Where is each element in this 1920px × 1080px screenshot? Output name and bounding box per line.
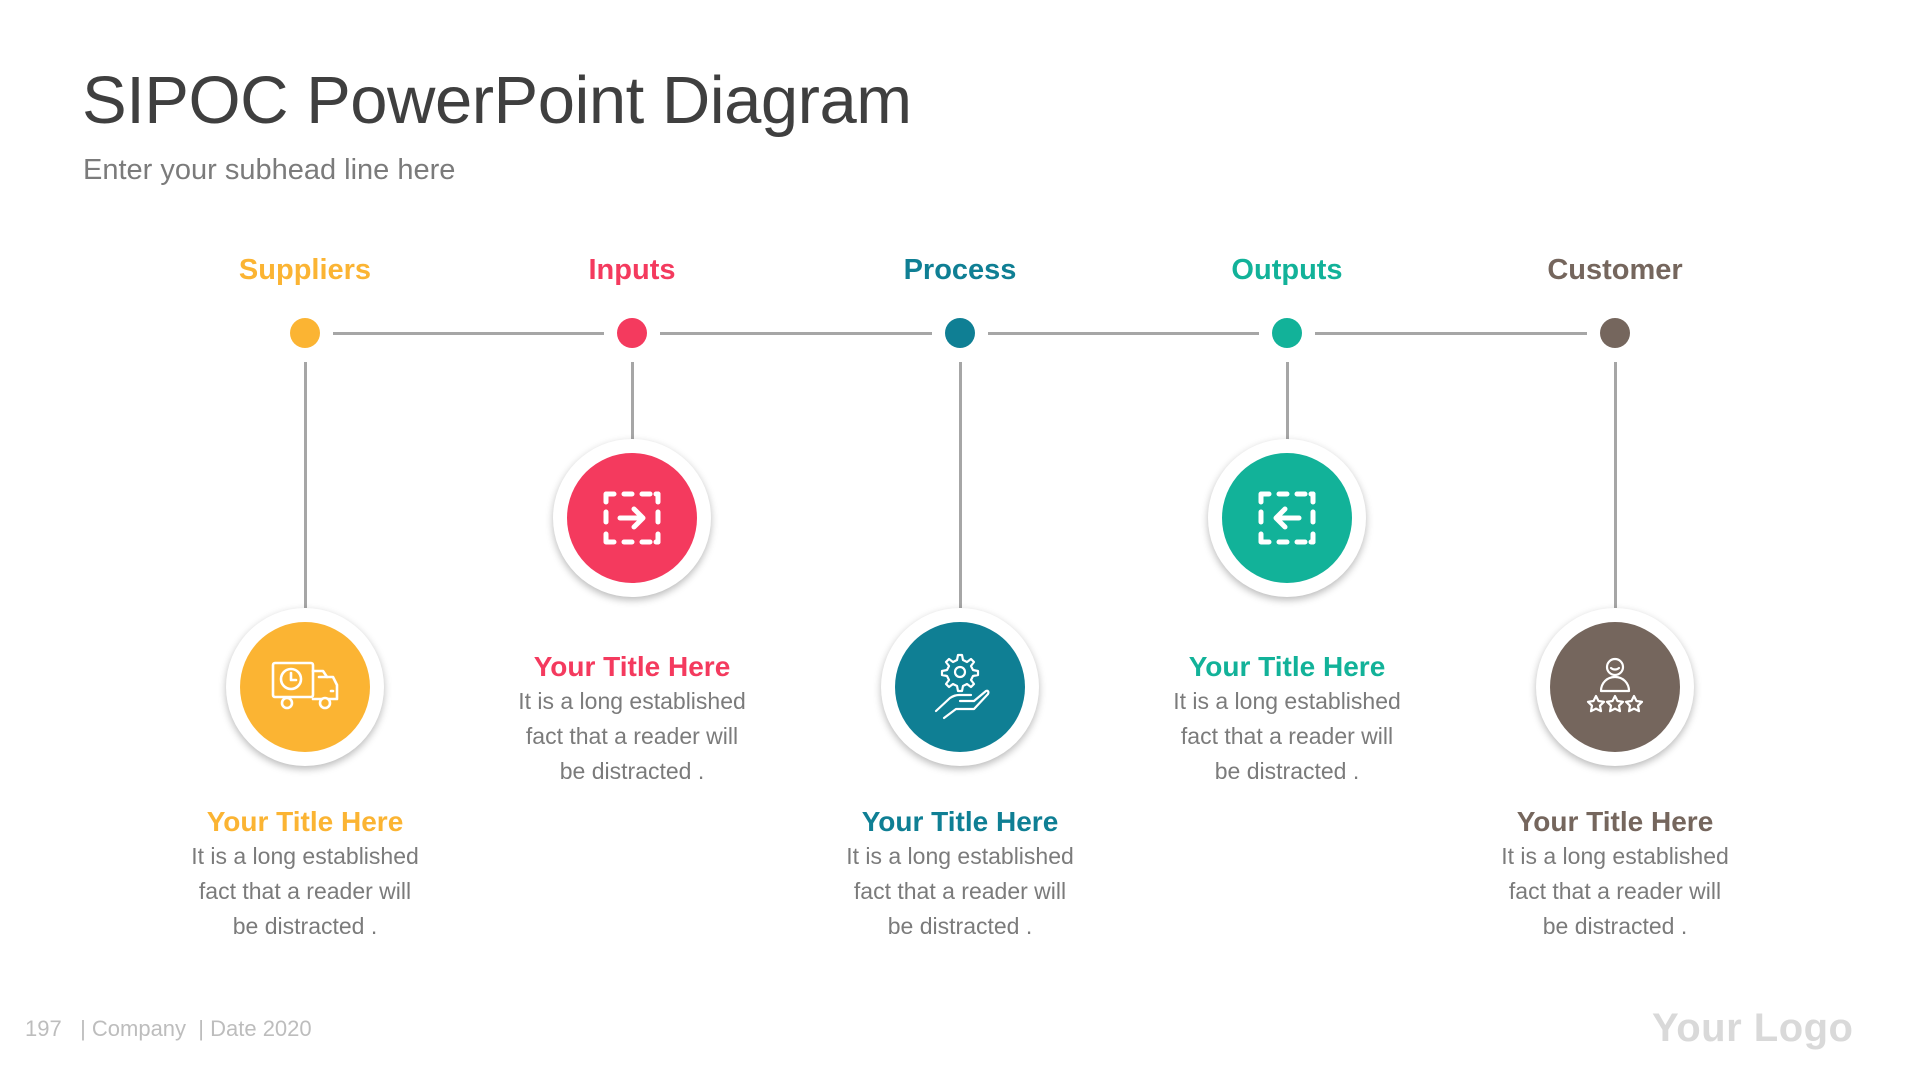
stage-description: It is a long established fact that a rea… xyxy=(482,684,782,789)
description-line: be distracted . xyxy=(1214,758,1360,784)
description-line: be distracted . xyxy=(232,913,378,939)
stage-title: Your Title Here xyxy=(1516,806,1714,837)
stage-icon-badge xyxy=(553,439,711,597)
description-line: It is a long established xyxy=(1501,843,1729,869)
stage-title: Your Title Here xyxy=(206,806,404,837)
description-line: be distracted . xyxy=(887,913,1033,939)
stage-description: It is a long established fact that a rea… xyxy=(1465,839,1765,944)
stage-label: Customer xyxy=(1547,254,1683,286)
description-line: fact that a reader will xyxy=(1508,878,1722,904)
timeline-dot xyxy=(290,318,320,348)
hand-gear-icon xyxy=(934,653,990,720)
stage-description: It is a long established fact that a rea… xyxy=(1137,684,1437,789)
timeline-dot xyxy=(1600,318,1630,348)
stage-text-block: Your Title Here It is a long established… xyxy=(1465,805,1765,944)
footer-company: | Company xyxy=(80,1016,187,1041)
stage-stem xyxy=(303,362,307,608)
timeline-dot xyxy=(617,318,647,348)
stage-stem xyxy=(630,362,634,440)
stage-icon-badge xyxy=(1208,439,1366,597)
stage-text-block: Your Title Here It is a long established… xyxy=(482,650,782,789)
stage-label: Process xyxy=(903,254,1017,286)
stage-stem xyxy=(1285,362,1289,440)
logo: Your Logo xyxy=(1652,1006,1854,1050)
stage-label: Inputs xyxy=(588,254,676,286)
stage-text-block: Your Title Here It is a long established… xyxy=(155,805,455,944)
customer-rating-stars-icon xyxy=(1586,657,1644,713)
stage-title: Your Title Here xyxy=(1188,651,1386,682)
description-line: fact that a reader will xyxy=(853,878,1067,904)
stage-label: Outputs xyxy=(1231,254,1343,286)
stage-icon-badge xyxy=(226,608,384,766)
export-arrow-out-of-box-icon xyxy=(1258,491,1316,545)
stage-description: It is a long established fact that a rea… xyxy=(155,839,455,944)
description-line: be distracted . xyxy=(1542,913,1688,939)
timeline-dot xyxy=(945,318,975,348)
delivery-truck-clock-icon xyxy=(271,661,339,710)
import-arrow-into-box-icon xyxy=(603,491,661,545)
stage-label: Suppliers xyxy=(238,254,372,286)
timeline-connector xyxy=(988,332,1259,335)
stage-title: Your Title Here xyxy=(533,651,731,682)
page-title: SIPOC PowerPoint Diagram xyxy=(82,63,912,138)
footer: 197 | Company | Date 2020 xyxy=(25,1016,312,1042)
stage-icon-badge xyxy=(881,608,1039,766)
description-line: It is a long established xyxy=(846,843,1074,869)
description-line: be distracted . xyxy=(559,758,705,784)
stage-title: Your Title Here xyxy=(861,806,1059,837)
description-line: fact that a reader will xyxy=(198,878,412,904)
stage-text-block: Your Title Here It is a long established… xyxy=(1137,650,1437,789)
page-subhead: Enter your subhead line here xyxy=(83,154,456,186)
page-number: 197 xyxy=(25,1016,62,1041)
timeline-dot xyxy=(1272,318,1302,348)
description-line: fact that a reader will xyxy=(525,723,739,749)
description-line: It is a long established xyxy=(1173,688,1401,714)
footer-date: | Date 2020 xyxy=(198,1016,312,1041)
description-line: It is a long established xyxy=(518,688,746,714)
timeline-connector xyxy=(660,332,932,335)
stage-stem xyxy=(1613,362,1617,608)
timeline-connector xyxy=(1315,332,1587,335)
stage-stem xyxy=(958,362,962,608)
stage-text-block: Your Title Here It is a long established… xyxy=(810,805,1110,944)
description-line: It is a long established xyxy=(191,843,419,869)
stage-description: It is a long established fact that a rea… xyxy=(810,839,1110,944)
timeline-connector xyxy=(333,332,604,335)
description-line: fact that a reader will xyxy=(1180,723,1394,749)
stage-icon-badge xyxy=(1536,608,1694,766)
